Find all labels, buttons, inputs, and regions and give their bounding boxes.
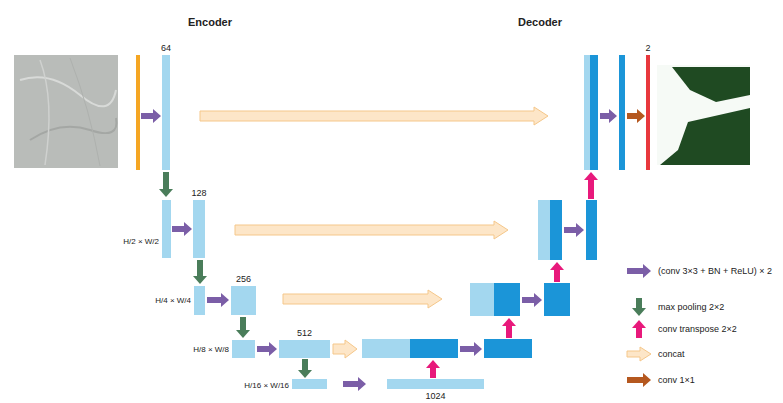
upconv-arrows	[426, 172, 598, 378]
concat-arrows	[200, 107, 548, 358]
conv-arrows	[141, 109, 617, 391]
channel-count: 128	[191, 188, 206, 198]
feature-map: 128	[193, 200, 205, 258]
channel-count: 2	[645, 43, 650, 53]
conv1x1-arrow	[627, 109, 645, 123]
resolution-label: H/2 × W/2	[123, 237, 159, 246]
concat-bars	[362, 55, 598, 358]
section-title: Decoder	[518, 16, 562, 28]
legend-text: conv 1×1	[658, 375, 695, 385]
legend-samples	[627, 264, 651, 387]
channel-count: 512	[297, 328, 312, 338]
feature-map: 512	[279, 340, 330, 358]
channel-count: 64	[161, 43, 171, 53]
legend-text: concat	[658, 349, 685, 359]
input-bar	[136, 55, 140, 170]
decoder-bars	[484, 55, 625, 358]
input-image	[14, 55, 118, 168]
resolution-label: H/8 × W/8	[193, 345, 229, 354]
legend-text: max pooling 2×2	[658, 302, 724, 312]
legend-text: (conv 3×3 + BN + ReLU) × 2	[658, 266, 772, 276]
output-mask	[657, 65, 750, 165]
resolution-label: H/4 × W/4	[155, 296, 191, 305]
feature-map: 1024	[387, 379, 484, 389]
legend-text: conv transpose 2×2	[658, 324, 737, 334]
feature-map: 256	[231, 286, 256, 315]
channel-count: 256	[236, 274, 251, 284]
feature-map: 2	[646, 55, 650, 170]
feature-map: 64	[162, 55, 170, 170]
section-title: Encoder	[188, 16, 232, 28]
channel-count: 1024	[425, 391, 445, 401]
resolution-label: H/16 × W/16	[244, 381, 289, 390]
